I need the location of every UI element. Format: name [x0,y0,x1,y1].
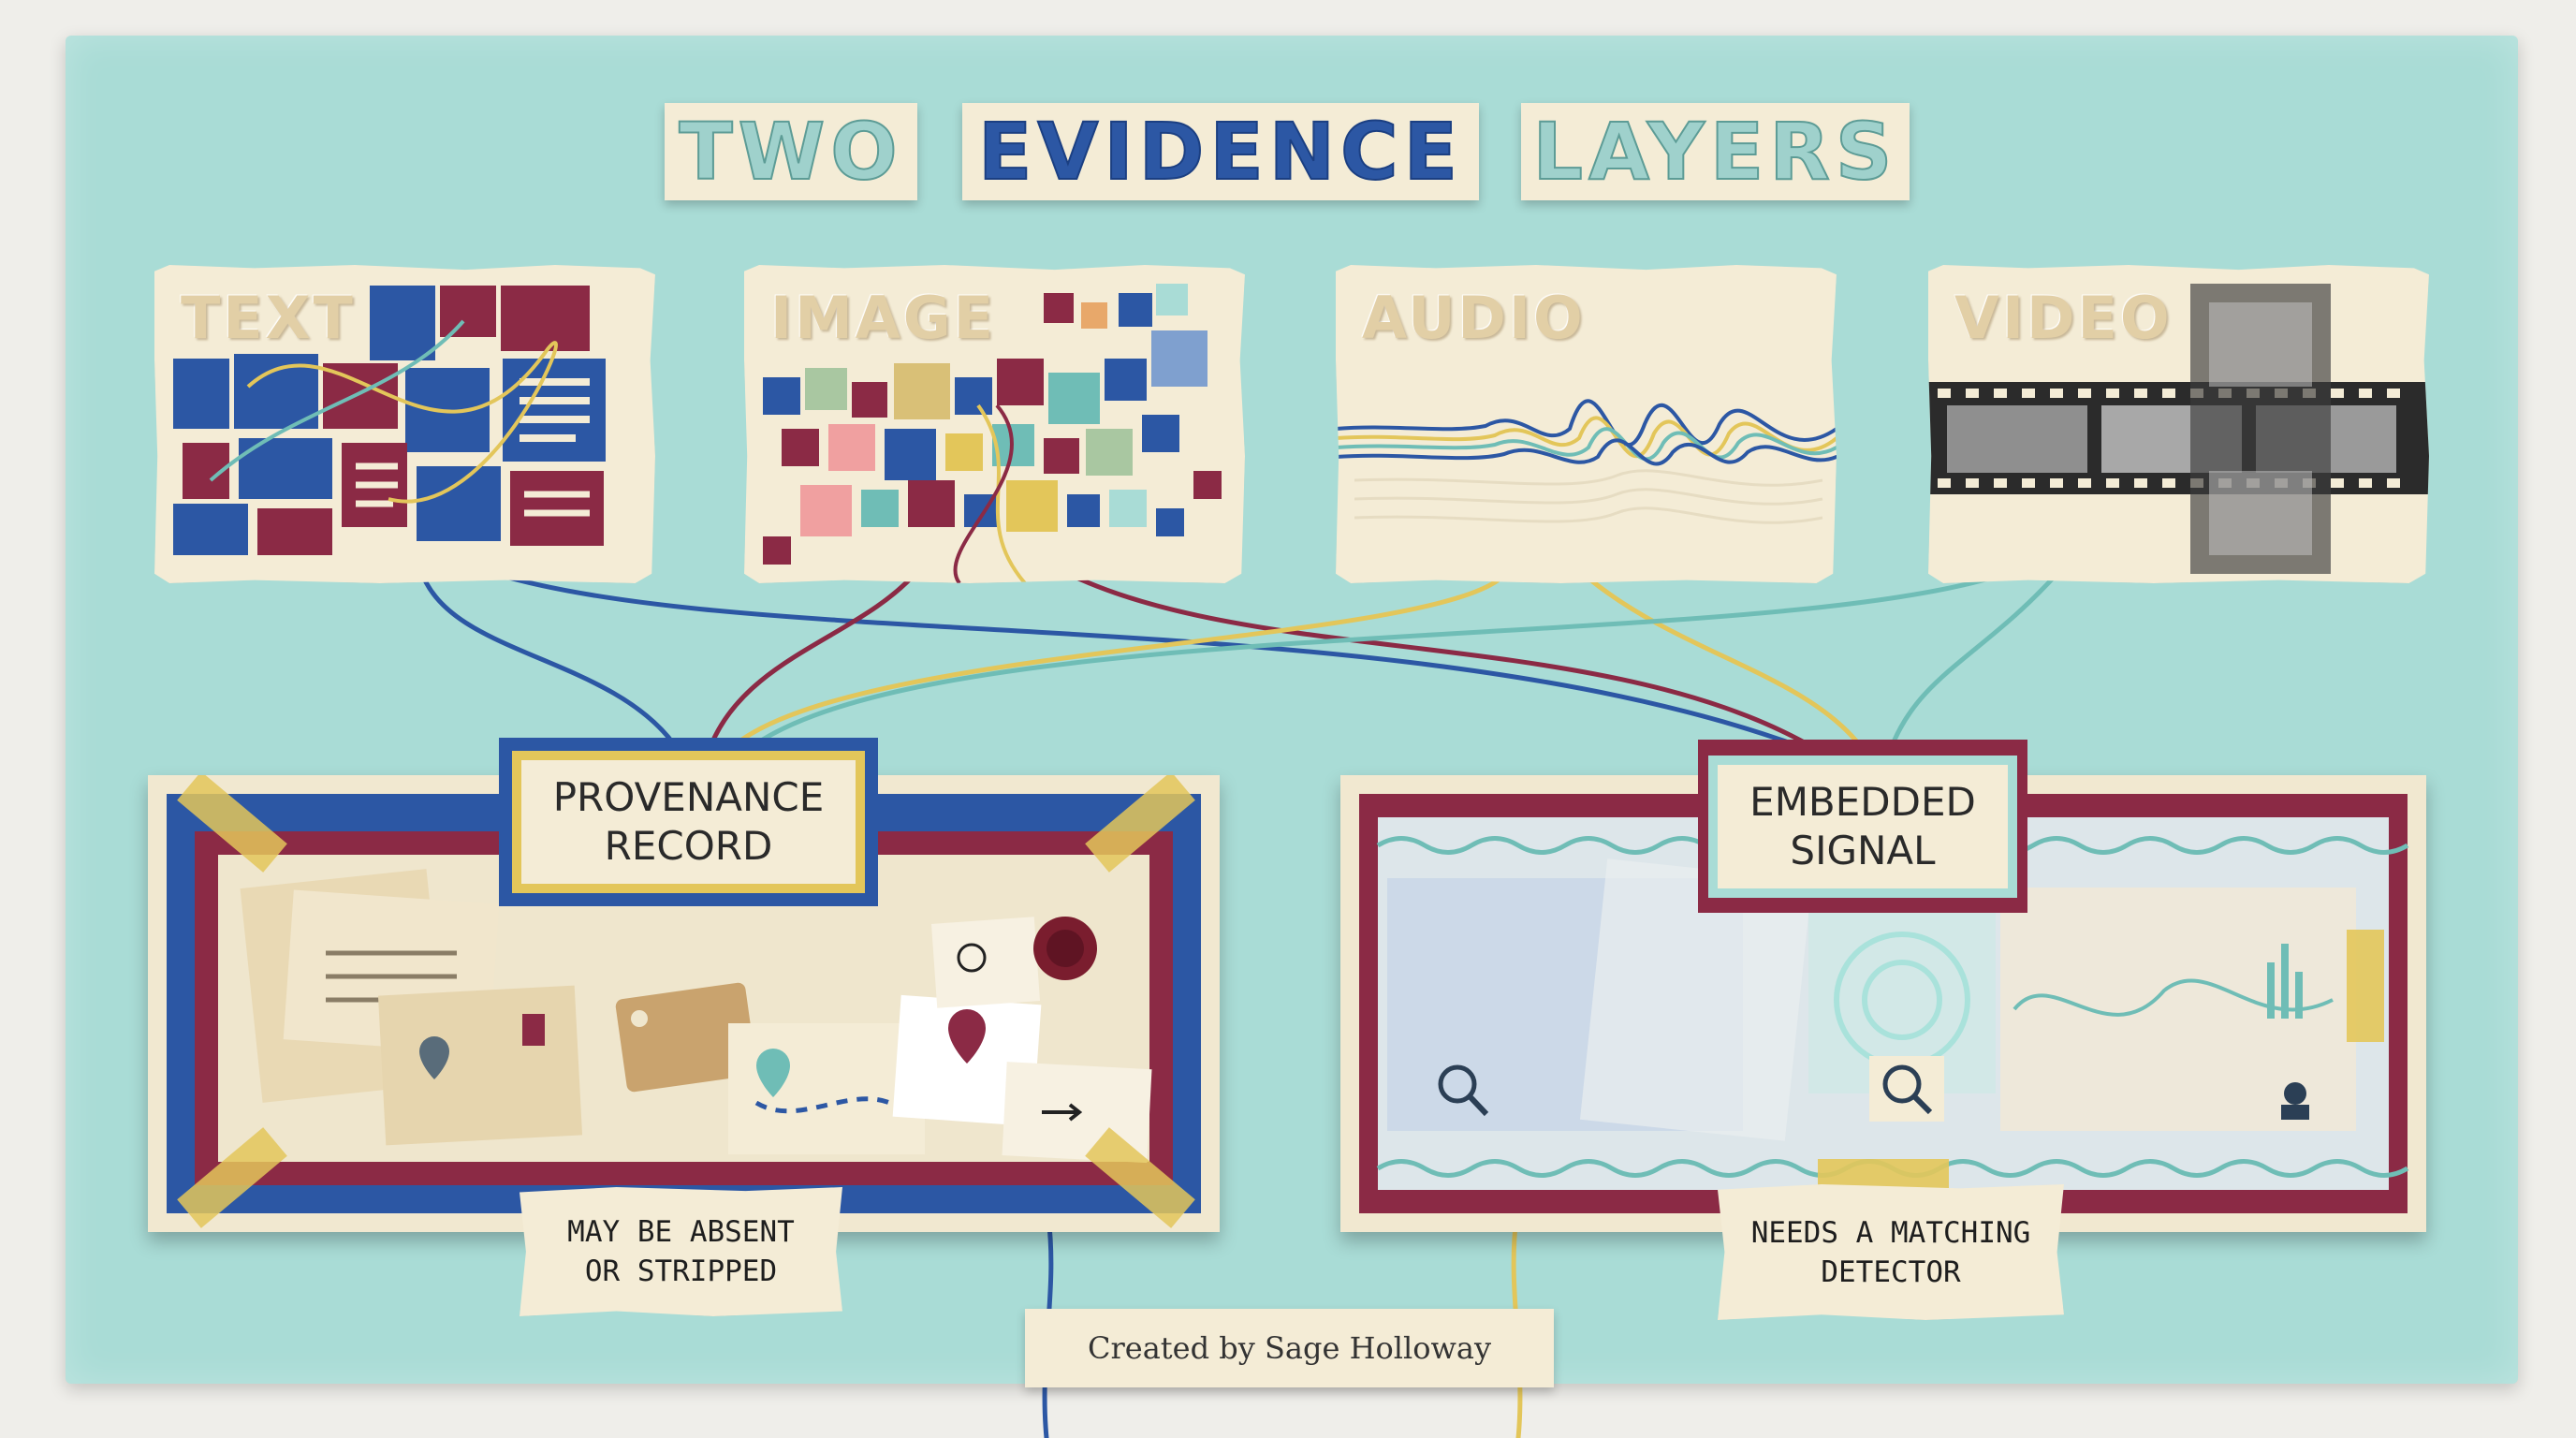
card-image: IMAGE [744,265,1245,583]
embedded-signal-panel [1340,775,2426,1232]
embedded-signal-collage [1376,836,2409,1196]
card-text: TEXT [154,265,655,583]
provenance-collage [177,775,1195,1232]
embedded-signal-label: EMBEDDED SIGNAL [1698,740,2027,913]
credit-tag: Created by Sage Holloway [1025,1309,1554,1387]
waveform-icon [1336,399,1837,524]
title-word-evidence: EVIDENCE [962,103,1479,200]
pixel-mosaic-icon [763,284,1222,583]
embedded-note: Needs a matching detector [1718,1184,2064,1320]
card-video: VIDEO [1928,265,2429,583]
provenance-record-label: PROVENANCE RECORD [499,738,878,906]
title-word-two: TWO [665,103,917,200]
text-collage-icon [173,286,606,555]
film-strip-icon [1928,284,2429,574]
title-word-layers: LAYERS [1521,103,1910,200]
provenance-note: May be absent or stripped [520,1187,842,1316]
card-audio: AUDIO [1336,265,1837,583]
